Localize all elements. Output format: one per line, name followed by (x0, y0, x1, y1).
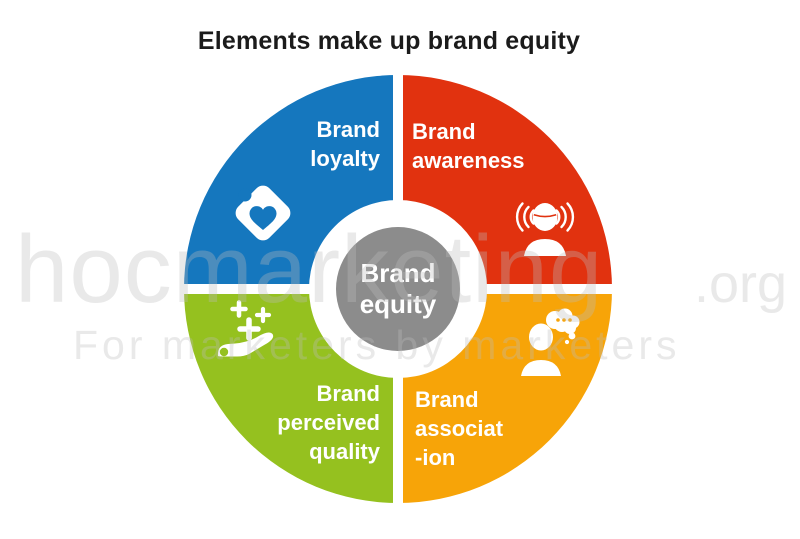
segment-label-brand-association: Brand associat -ion (415, 387, 504, 470)
tag-heart-icon (228, 175, 298, 254)
page-title: Elements make up brand equity (197, 27, 581, 55)
thinking-head-icon (512, 307, 586, 381)
speaking-head-icon (512, 198, 578, 261)
center-label-line1: Brand (360, 258, 436, 288)
giving-hand-icon (212, 299, 292, 370)
center-brand-equity: Brand equity (336, 227, 460, 351)
segment-label-brand-perceived-quality: Brand perceived quality (277, 381, 380, 464)
watermark-site-tld: .org (693, 254, 787, 314)
segment-label-brand-loyalty: Brand loyalty (310, 117, 380, 171)
segment-label-brand-awareness: Brand awareness (412, 119, 525, 173)
brand-equity-wheel: Brand equity Brand loyalty Brand awarene… (184, 75, 612, 503)
center-label-line2: equity (359, 289, 437, 319)
